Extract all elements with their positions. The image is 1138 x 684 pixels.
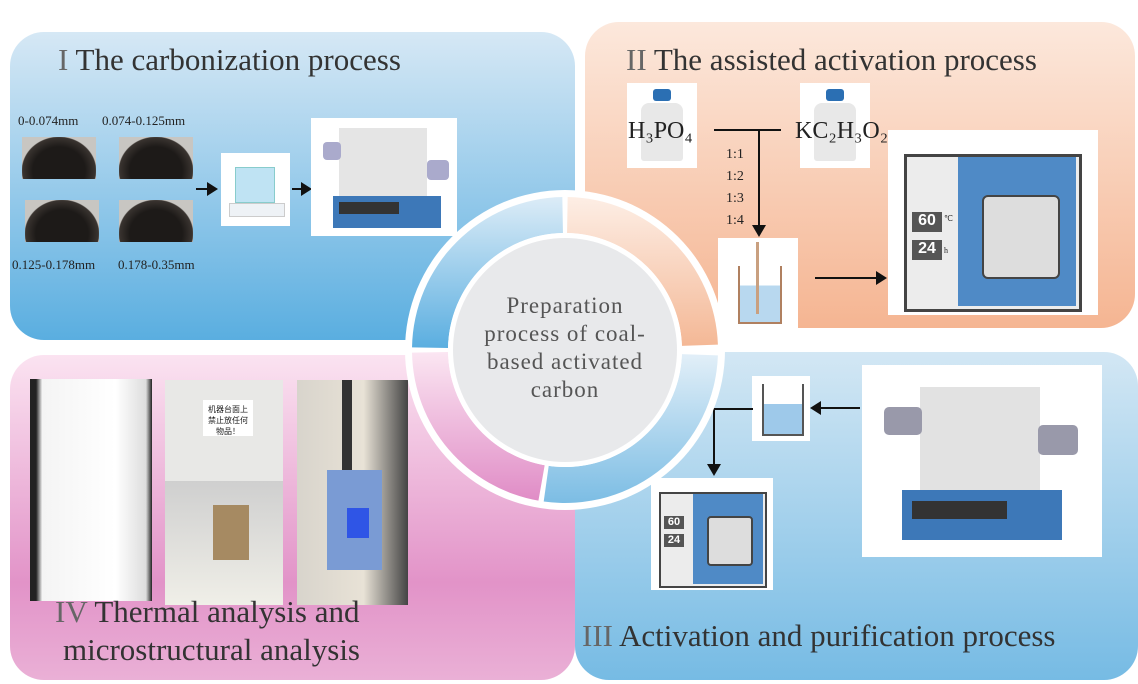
oven-time: 24	[664, 534, 684, 547]
segment-analysis	[412, 352, 545, 501]
numeral: IV	[55, 594, 88, 629]
instrument-photo	[30, 379, 152, 601]
numeral: II	[626, 42, 647, 77]
coal-sample-image	[25, 200, 99, 242]
segment-purification	[543, 354, 718, 503]
center-line: based activated	[486, 349, 644, 374]
flow-line	[713, 408, 753, 410]
instrument-photo	[297, 380, 408, 605]
center-line: process of coal-	[484, 321, 646, 346]
tube-furnace-image	[311, 118, 457, 236]
coal-sample-image	[22, 137, 96, 179]
flow-line	[713, 408, 715, 466]
oven-image: 60 ℃ 24 h	[888, 130, 1098, 315]
size-label: 0.125-0.178mm	[12, 257, 96, 272]
oven-temp-unit: ℃	[944, 214, 953, 223]
coal-sample-image	[119, 200, 193, 242]
coal-sample-image	[119, 137, 193, 179]
bottle-image	[800, 83, 870, 168]
ratio: 1:1	[726, 147, 744, 162]
ratio: 1:4	[726, 213, 744, 228]
tube-furnace-image	[862, 365, 1102, 557]
instrument-photo: 机器台面上禁止放任何物品！	[165, 380, 283, 605]
arrow-icon	[196, 182, 218, 196]
reagent-h3po4: H₃PO₄	[628, 118, 693, 144]
size-label: 0.074-0.125mm	[102, 113, 186, 128]
numeral: I	[58, 42, 69, 77]
size-label: 0-0.074mm	[18, 113, 79, 128]
beaker-image	[752, 376, 810, 441]
center-title: Preparation process of coal- based activ…	[472, 292, 658, 404]
panel-thermal-title: IV Thermal analysis and microstructural …	[55, 593, 360, 669]
oven-image: 60 24	[651, 478, 773, 590]
arrow-down-icon	[752, 225, 766, 237]
oven-time-unit: h	[944, 246, 948, 255]
ratio: 1:2	[726, 169, 744, 184]
mix-line	[758, 129, 760, 229]
oven-time: 24	[912, 240, 942, 260]
panel-carbonization-title: I The carbonization process	[58, 42, 401, 78]
title-text: microstructural analysis	[63, 632, 360, 667]
title-text: Activation and purification process	[619, 618, 1056, 653]
warning-sign: 机器台面上禁止放任何物品！	[203, 400, 253, 436]
mix-line	[714, 129, 781, 131]
arrow-icon	[292, 182, 312, 196]
balance-image	[221, 153, 290, 226]
title-text: The carbonization process	[75, 42, 401, 77]
bottle-image	[627, 83, 697, 168]
title-text: The assisted activation process	[653, 42, 1037, 77]
numeral: III	[582, 618, 613, 653]
center-circle	[453, 238, 677, 462]
size-label: 0.178-0.35mm	[118, 257, 195, 272]
center-line: carbon	[530, 377, 600, 402]
ratio: 1:3	[726, 191, 744, 206]
oven-temp: 60	[912, 212, 942, 232]
arrow-icon	[815, 271, 887, 285]
reagent-kc2h3o2: KC₂H₃O₂	[795, 118, 889, 144]
ratio-list: 1:1 1:2 1:3 1:4	[726, 144, 744, 232]
title-text: Thermal analysis and	[94, 594, 360, 629]
arrow-down-icon	[707, 464, 721, 476]
segment-activation	[567, 197, 718, 346]
panel-purification-title: III Activation and purification process	[582, 618, 1055, 654]
oven-temp: 60	[664, 516, 684, 529]
center-line: Preparation	[506, 293, 624, 318]
beaker-image	[718, 238, 798, 328]
segment-carbonization	[412, 197, 563, 348]
panel-activation-title: II The assisted activation process	[626, 42, 1037, 78]
